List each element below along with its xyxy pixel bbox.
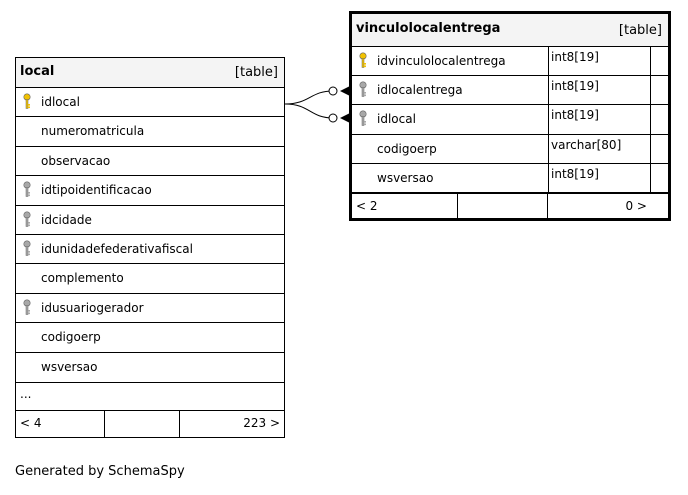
table-kind: [table] (618, 23, 662, 38)
column-type-cell: int8[19] (548, 105, 651, 134)
generated-by-label: Generated by SchemaSpy (15, 464, 185, 479)
table-row[interactable]: observacao (16, 147, 284, 177)
table-row[interactable]: codigoerp (16, 323, 284, 353)
table-row[interactable]: numeromatricula (16, 117, 284, 147)
column-name: wsversao (41, 359, 98, 374)
column-type-cell: int8[19] (548, 76, 651, 105)
column-type: int8[19] (551, 166, 599, 181)
column-type: int8[19] (551, 50, 599, 64)
column-name: idlocalentrega (377, 83, 463, 98)
foreign-key-icon (22, 299, 32, 317)
local-table-header: local [table] (16, 58, 284, 88)
vinculo-table-footer: < 2 0 > (352, 192, 668, 220)
column-name: wsversao (377, 170, 434, 185)
parents-count-cell[interactable]: < 2 (352, 193, 458, 220)
parents-count: < 4 (20, 415, 42, 430)
column-name: idvinculolocalentrega (377, 54, 506, 68)
table-name: local (20, 64, 55, 79)
column-type: int8[19] (551, 79, 599, 94)
column-name: codigoerp (377, 141, 437, 156)
column-name: numeromatricula (41, 124, 145, 139)
parents-count-cell[interactable]: < 4 (16, 410, 105, 438)
table-row[interactable]: idlocal int8[19] (352, 105, 668, 135)
table-name: vinculolocalentrega (356, 21, 501, 36)
footer-empty-cell (458, 193, 548, 220)
column-name: idlocal (41, 95, 80, 109)
children-count: 223 > (243, 415, 280, 430)
table-row[interactable]: idvinculolocalentrega int8[19] (352, 47, 668, 77)
primary-key-icon (22, 93, 32, 111)
footer-empty-cell (105, 410, 180, 438)
local-table[interactable]: local [table] idlocal numeromatricula obse… (15, 57, 285, 438)
foreign-key-icon (358, 110, 368, 128)
children-count: 0 > (625, 198, 647, 213)
column-name: idunidadefederativafiscal (41, 241, 193, 256)
table-row[interactable]: codigoerp varchar[80] (352, 134, 668, 164)
more-columns-indicator: ... (20, 386, 32, 401)
table-row[interactable]: idlocal (16, 88, 284, 118)
column-type-cell: int8[19] (548, 163, 651, 192)
foreign-key-icon (22, 240, 32, 258)
column-name: complemento (41, 271, 124, 286)
table-row[interactable]: idtipoidentificacao (16, 176, 284, 206)
parents-count: < 2 (356, 198, 378, 213)
local-table-footer: < 4 223 > (16, 409, 284, 438)
vinculo-table-header: vinculolocalentrega [table] (352, 14, 668, 47)
table-kind: [table] (234, 65, 278, 80)
column-name: idtipoidentificacao (41, 183, 152, 198)
column-type: varchar[80] (551, 137, 622, 152)
more-columns-row: ... (16, 381, 284, 410)
foreign-key-icon (22, 211, 32, 229)
vinculolocalentrega-table[interactable]: vinculolocalentrega [table] idvinculoloc… (349, 11, 671, 221)
table-row[interactable]: idcidade (16, 206, 284, 235)
table-row[interactable]: wsversao (16, 353, 284, 382)
foreign-key-icon (358, 81, 368, 99)
table-row[interactable]: complemento (16, 264, 284, 294)
primary-key-icon (358, 52, 368, 70)
children-count-cell[interactable]: 223 > (180, 411, 284, 438)
local-column-list: idlocal numeromatricula observacao idtipoid… (16, 88, 284, 382)
table-row[interactable]: idlocalentrega int8[19] (352, 76, 668, 106)
foreign-key-icon (22, 181, 32, 199)
column-type: int8[19] (551, 108, 599, 123)
column-name: codigoerp (41, 330, 101, 345)
table-row[interactable]: wsversao int8[19] (352, 163, 668, 193)
table-row[interactable]: idunidadefederativafiscal (16, 235, 284, 265)
column-name: observacao (41, 153, 111, 168)
column-type-cell: varchar[80] (548, 134, 651, 163)
column-name: idlocal (377, 112, 416, 127)
column-name: idcidade (41, 212, 92, 227)
table-row[interactable]: idusuariogerador (16, 294, 284, 324)
column-type-cell: int8[19] (548, 47, 651, 76)
column-name: idusuariogerador (41, 300, 144, 315)
children-count-cell[interactable]: 0 > (548, 194, 651, 220)
